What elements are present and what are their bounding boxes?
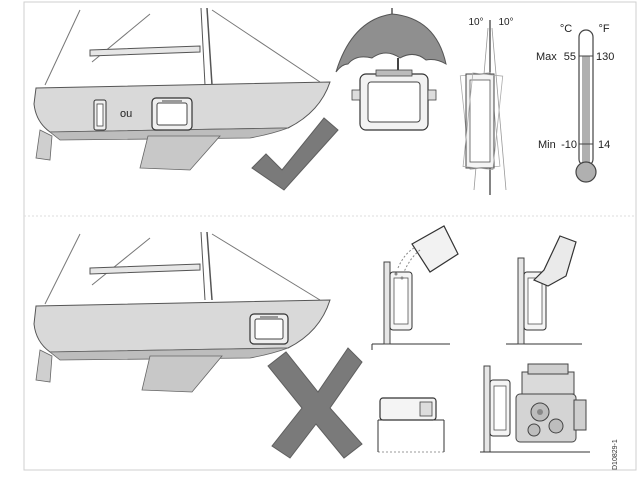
min-label: Min xyxy=(538,139,556,151)
angle-left-label: 10° xyxy=(468,17,483,28)
engine-icon xyxy=(515,363,587,443)
angle-right-label: 10° xyxy=(498,17,513,28)
or-label: ou xyxy=(120,108,132,120)
figure-code: D10829-1 xyxy=(612,439,619,470)
diagram-frame xyxy=(23,1,637,471)
unit-fahrenheit: °F xyxy=(598,23,609,35)
device-option-b xyxy=(151,97,193,131)
max-fahrenheit: 130 xyxy=(596,51,614,63)
boot-kick-figure xyxy=(506,235,582,345)
device-low-position xyxy=(249,313,289,345)
min-celsius: -10 xyxy=(561,139,577,151)
tilt-angle-figure xyxy=(459,20,507,195)
engine-proximity-figure xyxy=(480,363,590,453)
liquid-spill-figure xyxy=(371,225,459,350)
flat-mount-figure xyxy=(377,397,445,453)
boat-bad xyxy=(33,231,331,393)
cross-mark-icon xyxy=(267,347,363,459)
unit-celsius: °C xyxy=(560,23,572,35)
protected-device xyxy=(351,69,437,131)
max-celsius: 55 xyxy=(564,51,576,63)
max-label: Max xyxy=(536,51,557,63)
min-fahrenheit: 14 xyxy=(598,139,610,151)
boat-good xyxy=(33,7,331,171)
thermometer-icon xyxy=(575,29,597,183)
check-mark-icon xyxy=(251,117,339,191)
